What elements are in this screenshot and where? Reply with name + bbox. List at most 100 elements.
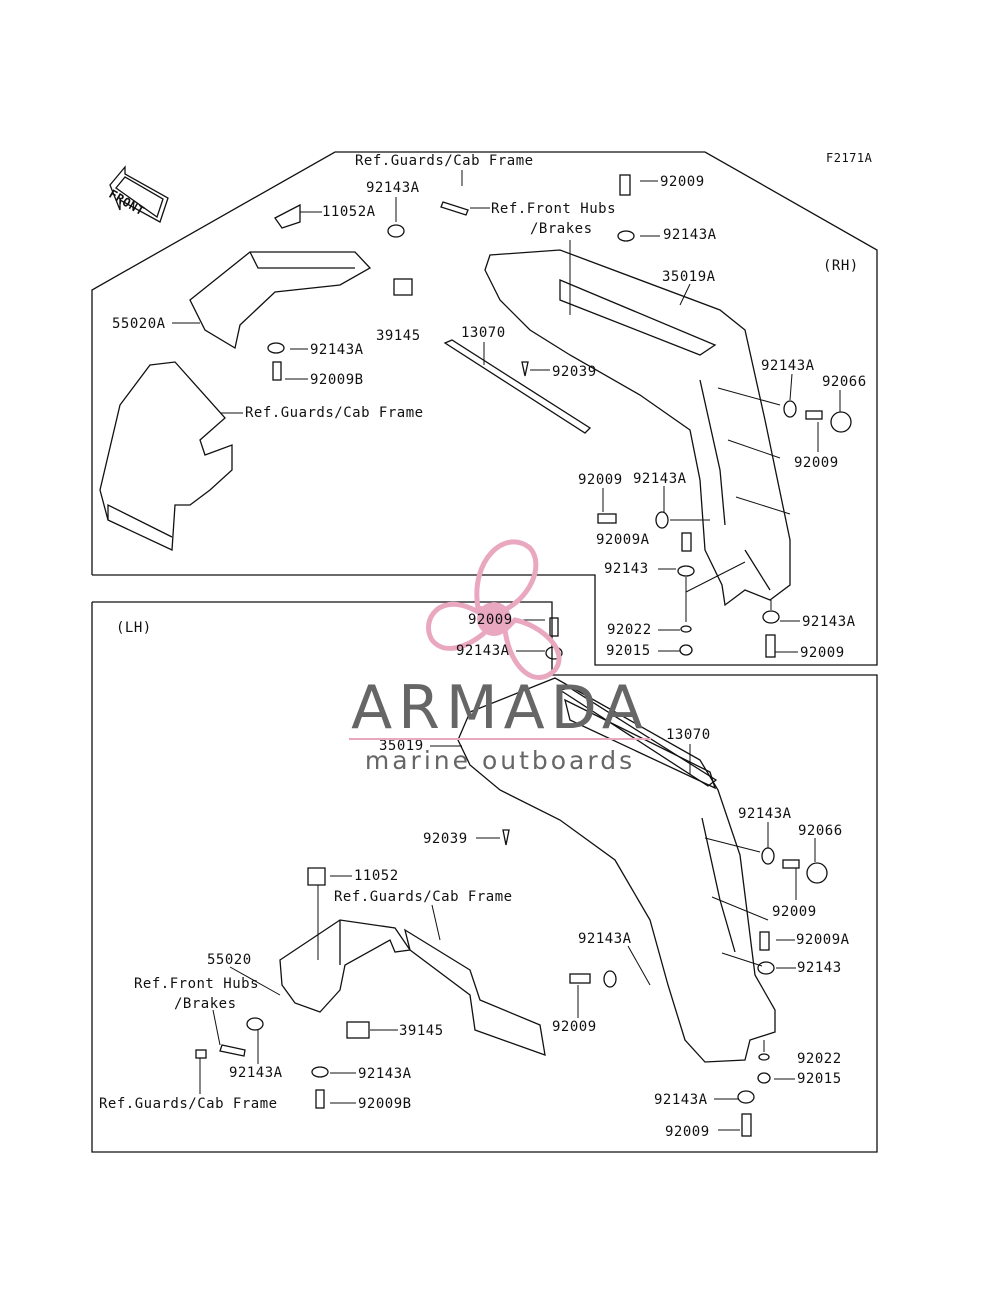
lh-label-92009-r: 92009 [772,904,817,920]
lh-leaders [199,619,816,1131]
lh-ref-front-hubs: Ref.Front Hubs [134,976,260,992]
lh-label-92009-bottom: 92009 [665,1124,710,1140]
diagram-code: F2171A [826,151,873,165]
lh-label-55020: 55020 [207,952,252,968]
lh-nut-92015 [757,1072,771,1084]
front-arrow-icon [109,165,169,223]
lh-bolt-92009a [759,931,770,951]
lh-clip-39145 [346,1021,370,1039]
lh-label-92022: 92022 [797,1051,842,1067]
rh-label-92143a-4: 92143A [761,358,815,374]
rh-nut-92143a-lower [267,342,285,354]
rh-label-92143a-2: 92143A [663,227,717,243]
rh-inner-fender [99,361,233,551]
lh-bolt-92009-r [782,859,800,869]
lh-label-92143a-c: 92143A [654,1092,708,1108]
lh-fasteners [195,617,828,1137]
rh-label-11052a: 11052A [322,204,376,220]
rh-label-92039: 92039 [552,364,597,380]
rh-label-13070: 13070 [461,325,506,341]
lh-label-92009b: 92009B [358,1096,412,1112]
lh-brakes: /Brakes [174,996,237,1012]
rh-washer-92022 [680,625,692,633]
lh-nut-92143a-c [311,1066,329,1078]
rh-bolt-92009-r [805,410,823,420]
lh-label-35019: 35019 [379,738,424,754]
rh-guard-55020a [189,251,372,350]
lh-label-92143a-b: 92143A [358,1066,412,1082]
rh-label-92066: 92066 [822,374,867,390]
rh-bolt-92009-bottom [765,634,776,658]
rh-label-92009b: 92009B [310,372,364,388]
rh-bolt-92009a [681,532,692,552]
lh-nut-92143a-a [246,1017,264,1031]
lh-bolt-92009-top [549,617,559,637]
lh-label-92015: 92015 [797,1071,842,1087]
rh-label-92022: 92022 [607,622,652,638]
rh-label-92143a-3: 92143A [310,342,364,358]
lh-label-92143a-mid: 92143A [578,931,632,947]
rh-label-92143a-5: 92143A [633,471,687,487]
lh-fender-35019 [457,677,776,1063]
lh-label-39145: 39145 [399,1023,444,1039]
lh-label-92143a-a: 92143A [229,1065,283,1081]
lh-cap-92066 [806,862,828,884]
rh-label-92009-top: 92009 [660,174,705,190]
lh-label-92066: 92066 [798,823,843,839]
lh-guard-55020 [279,919,412,1013]
rh-leaders [172,170,841,653]
lh-nut-92143a-mid [603,970,617,988]
lh-label-92143a-r: 92143A [738,806,792,822]
rh-label-92009a: 92009A [596,532,650,548]
rh-label-35019a: 35019A [662,269,716,285]
lh-label-92039: 92039 [423,831,468,847]
rh-ref-guards-left: Ref.Guards/Cab Frame [245,405,424,421]
lh-washer-92022 [758,1053,770,1061]
lh-nut-92143 [757,961,775,975]
lh-ref-guards-bottom: Ref.Guards/Cab Frame [99,1096,278,1112]
rh-label-92143: 92143 [604,561,649,577]
lh-bolt-ref-guards [195,1049,207,1059]
rh-strip-13070 [443,339,592,434]
rh-fasteners [267,174,852,658]
rh-nut-92143a-top [387,224,405,238]
lh-label-92143a-top: 92143A [456,643,510,659]
rh-label-92009-mid: 92009 [578,472,623,488]
lh-label-92143: 92143 [797,960,842,976]
rh-bracket-11052a [274,203,301,229]
lh-inner-panel [403,928,546,1056]
rh-ref-guards-top: Ref.Guards/Cab Frame [355,153,534,169]
rh-bolt-92009-top [619,174,631,196]
watermark-divider [349,738,651,740]
rh-hub-plate [440,201,469,216]
lh-side-label: (LH) [116,620,152,636]
rh-label-92143a-6: 92143A [802,614,856,630]
rh-bolt-92009-mid [597,513,617,524]
lh-bolt-92009-bottom [741,1113,752,1137]
rh-nut-92143a-mid [655,511,669,529]
rh-label-92009-right: 92009 [794,455,839,471]
rh-brakes: /Brakes [530,221,593,237]
rh-ref-front-hubs: Ref.Front Hubs [491,201,617,217]
rh-label-39145: 39145 [376,328,421,344]
lh-label-13070: 13070 [666,727,711,743]
lh-nut-92143a-r [761,847,775,865]
watermark-tagline: marine outboards [364,746,636,775]
rh-nut-92143 [677,565,695,577]
rh-nut-92143a-r [783,400,797,418]
lh-label-92009-top: 92009 [468,612,513,628]
lh-strip-13070 [558,687,718,787]
rh-label-55020a: 55020A [112,316,166,332]
rh-panel-frame [91,151,878,666]
rh-label-92015: 92015 [606,643,651,659]
lh-label-92009a: 92009A [796,932,850,948]
lh-hub-plate [219,1044,246,1057]
rh-screw-92039 [521,361,529,377]
rh-label-92143a-1: 92143A [366,180,420,196]
rh-side-label: (RH) [823,258,859,274]
rh-nut-92015 [679,644,693,656]
watermark-brand: ARMADA [351,673,649,743]
rh-cap-92066 [830,411,852,433]
lh-nut-92143a-b [737,1090,755,1104]
